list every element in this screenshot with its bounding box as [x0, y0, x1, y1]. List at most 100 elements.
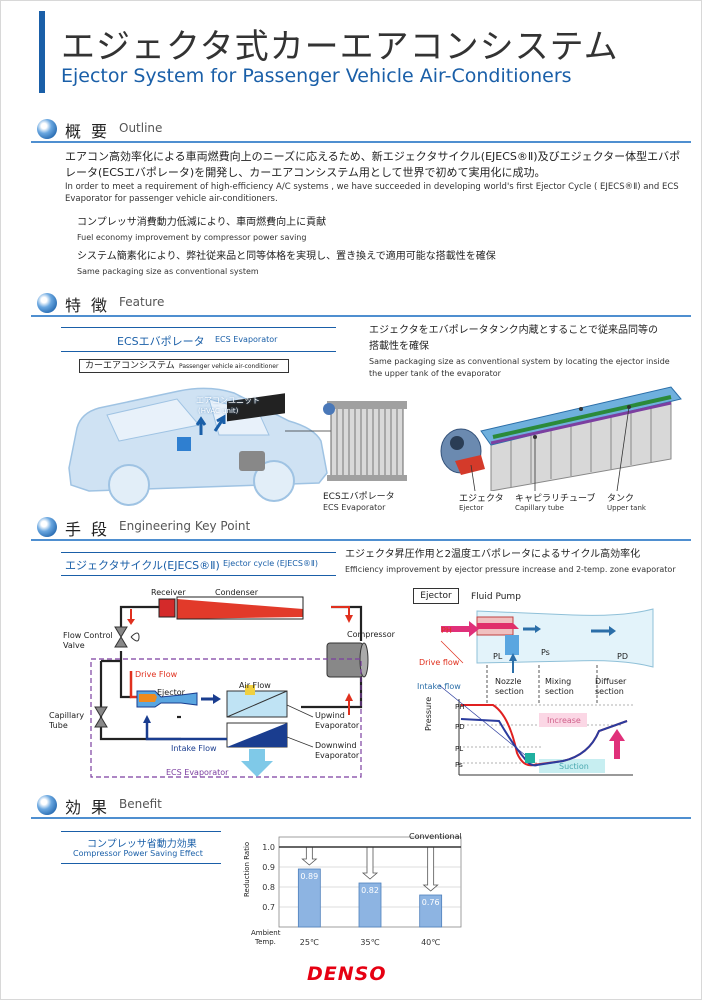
ejector-box-label: Ejector [413, 588, 459, 604]
outline-paragraph-jp-1: エアコン高効率化による車両燃費向上のニーズに応えるため、新エジェクタサイクル(E… [65, 150, 681, 163]
chart-x-tick-label: 35℃ [360, 938, 379, 947]
ecs-evaporator-cutaway-image [440, 386, 682, 491]
cycle-flow-control-label: Flow Control [63, 631, 113, 640]
pump-axis-ps-tick: Ps [455, 761, 463, 769]
car-illustration [68, 387, 349, 506]
car-system-box [79, 359, 289, 373]
cycle-ecs-evaporator-label: ECS Evaporator [166, 768, 229, 777]
evaporator-caption-jp: ECSエバポレータ [323, 492, 395, 502]
title-accent-bar [39, 11, 45, 93]
pump-nozzle-label-1: Nozzle [495, 677, 522, 686]
section-title-jp: 効果 [65, 798, 118, 817]
outline-paragraph-jp-2: レータ(ECSエバポレータ)を開発し、カーエアコンシステム用として世界で初めて実… [65, 166, 546, 179]
pump-mixing-label-1: Mixing [545, 677, 572, 686]
cycle-upwind-label-2: Evaporator [315, 721, 360, 730]
page-subtitle: Ejector System for Passenger Vehicle Air… [61, 65, 572, 87]
section-title-en: Outline [119, 121, 163, 135]
outline-point-1-en: Fuel economy improvement by compressor p… [77, 233, 307, 242]
engineering-rule-bottom [61, 575, 336, 576]
fluid-pump-label: Fluid Pump [471, 592, 521, 602]
denso-logo: DENSO [307, 963, 387, 985]
car-system-label-en: Passenger vehicle air-conditioner [179, 363, 279, 370]
section-benefit-header: 効果 Benefit [31, 793, 691, 819]
benefit-rule-bottom [61, 863, 221, 864]
aircon-unit-label-en: (HVAC unit) [198, 407, 239, 415]
section-title-en: Engineering Key Point [119, 519, 251, 533]
compressor-icon [326, 642, 364, 678]
engineering-desc-jp: エジェクタ昇圧作用と2温度エバポレータによるサイクル高効率化 [345, 549, 641, 560]
cycle-label-en: Ejector cycle (EJECS®Ⅱ) [223, 559, 318, 568]
chart-data-label: 0.82 [361, 886, 379, 895]
chart-reduction-arrow-icon [422, 846, 439, 892]
pump-intake-flow-label: Intake flow [417, 682, 461, 691]
cycle-condenser-label: Condenser [215, 588, 258, 597]
outline-paragraph-en-1: In order to meet a requirement of high-e… [65, 182, 679, 192]
cycle-downwind-label-1: Downwind [315, 741, 357, 750]
evaporator-block-icon [227, 393, 285, 422]
benefit-chart-title-jp: コンプレッサ省動力効果 [87, 839, 197, 850]
high-pressure-arrow-icon [469, 621, 479, 637]
evaporator-caption-en: ECS Evaporator [323, 503, 386, 512]
pump-axis-ph-tick: PH [455, 703, 465, 711]
section-title-en: Benefit [119, 797, 162, 811]
pump-suction-label: Suction [559, 762, 589, 771]
cycle-air-flow-label: Air Flow [239, 681, 271, 690]
part-tank-jp: タンク [607, 494, 635, 504]
chart-x-tick-label: 25℃ [300, 938, 319, 947]
part-ejector-en: Ejector [459, 504, 484, 512]
pump-drive-flow-label: Drive flow [419, 658, 460, 667]
pump-nozzle-label-2: section [495, 687, 524, 696]
engineering-rule-top [61, 552, 336, 553]
pump-increase-label: Increase [547, 716, 581, 725]
part-tank-en: Upper tank [607, 504, 646, 512]
pump-ph-label: PH [441, 626, 452, 635]
flow-control-valve-icon [114, 626, 128, 648]
chart-conventional-label: Conventional [409, 832, 462, 841]
feature-desc-en-1: Same packaging size as conventional syst… [369, 357, 670, 366]
chart-data-label: 0.76 [422, 898, 440, 907]
feature-desc-jp-1: エジェクタをエバポレータタンク内蔵とすることで従来品同等の [369, 325, 658, 336]
cycle-upwind-label-1: Upwind [315, 711, 345, 720]
pump-pl-label: PL [493, 652, 503, 661]
chart-bar [358, 882, 382, 928]
capillary-tube-icon [94, 706, 108, 728]
cycle-receiver-label: Receiver [151, 588, 186, 597]
feature-desc-jp-2: 搭載性を確保 [369, 341, 429, 352]
chart-x-label-2: Temp. [255, 938, 276, 946]
outline-paragraph-en-2: Evaporator for passenger vehicle air-con… [65, 194, 278, 204]
section-divider [31, 817, 691, 819]
pump-y-axis-label: Pressure [424, 696, 433, 731]
section-bullet-icon [37, 293, 57, 313]
cycle-drive-flow-label: Drive Flow [135, 670, 178, 679]
fluid-pump-diagram [438, 608, 654, 776]
pump-axis-pd-tick: PD [455, 723, 465, 731]
section-title-jp: 手段 [65, 520, 118, 539]
section-divider [31, 315, 691, 317]
section-feature-header: 特徴 Feature [31, 291, 691, 317]
aircon-unit-label-jp: エアコンユニット [196, 396, 260, 405]
receiver-icon [158, 598, 176, 618]
chart-x-tick-label: 40℃ [421, 938, 440, 947]
outline-point-1-jp: コンプレッサ消費動力低減により、車両燃費向上に貢献 [77, 217, 327, 228]
part-ejector-jp: エジェクタ [459, 494, 504, 504]
ecs-evaporator-label-en: ECS Evaporator [215, 335, 278, 344]
part-capillary-en: Capillary tube [515, 504, 564, 512]
ecs-evaporator-image [323, 401, 407, 481]
pump-axis-pl-tick: PL [455, 745, 464, 753]
chart-y-tick-label: 0.9 [262, 863, 275, 872]
cycle-compressor-label: Compressor [347, 630, 395, 639]
outline-point-2-en: Same packaging size as conventional syst… [77, 267, 259, 276]
pump-diffuser-label-1: Diffuser [595, 677, 627, 686]
pump-diffuser-label-2: section [595, 687, 624, 696]
chart-reduction-arrow-icon [361, 846, 379, 880]
section-title-en: Feature [119, 295, 165, 309]
chart-bar [419, 894, 443, 928]
part-capillary-jp: キャピラリチューブ [515, 494, 596, 504]
ecs-evaporator-boundary [90, 658, 362, 778]
page-title: エジェクタ式カーエアコンシステム [61, 27, 619, 67]
condenser-icon [176, 596, 304, 620]
section-bullet-icon [37, 119, 57, 139]
benefit-rule-top [61, 831, 221, 832]
cycle-intake-flow-label: Intake Flow [171, 744, 217, 753]
